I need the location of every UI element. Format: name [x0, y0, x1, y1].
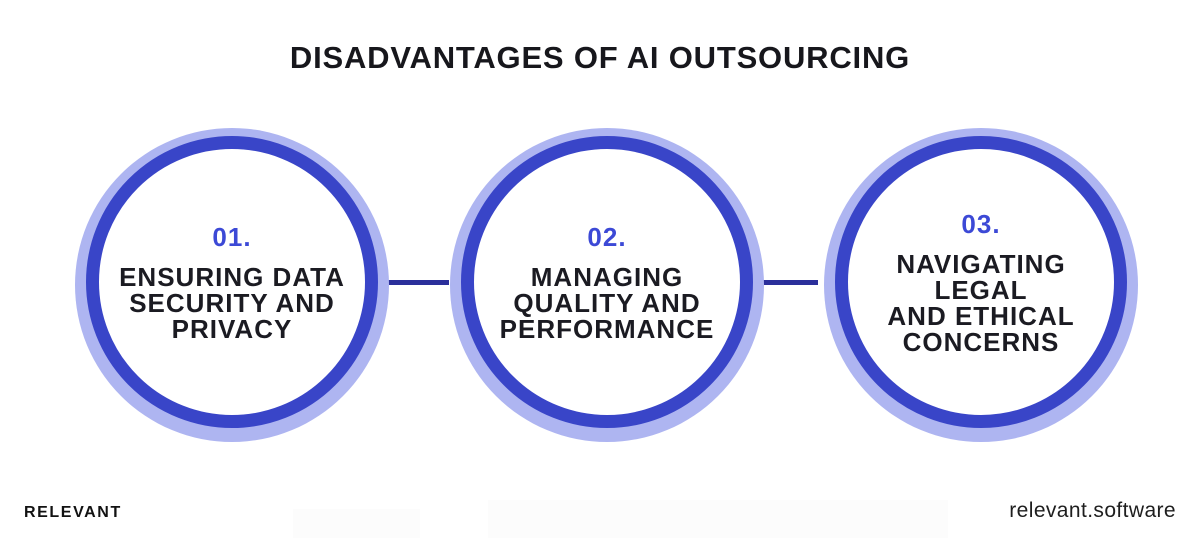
step-label: MANAGING QUALITY AND PERFORMANCE	[499, 262, 715, 344]
connector-line	[383, 280, 449, 285]
background-artifact	[293, 509, 420, 538]
step-label: ENSURING DATA SECURITY AND PRIVACY	[119, 262, 345, 344]
background-artifact	[488, 500, 948, 538]
step-number: 03.	[961, 209, 1001, 239]
step-circle-2: 02. MANAGING QUALITY AND PERFORMANCE	[461, 136, 753, 428]
connector-line	[750, 280, 818, 285]
step-number: 01.	[212, 222, 252, 252]
page-title: DISADVANTAGES OF AI OUTSOURCING	[289, 40, 911, 75]
step-circle-1: 01. ENSURING DATA SECURITY AND PRIVACY	[86, 136, 378, 428]
step-label: NAVIGATING LEGAL AND ETHICAL CONCERNS	[887, 249, 1075, 357]
website-link: relevant.software	[1009, 499, 1176, 522]
step-circle-3: 03. NAVIGATING LEGAL AND ETHICAL CONCERN…	[835, 136, 1127, 428]
brand-logo: RELEVANT	[24, 504, 122, 521]
step-number: 02.	[587, 222, 627, 252]
